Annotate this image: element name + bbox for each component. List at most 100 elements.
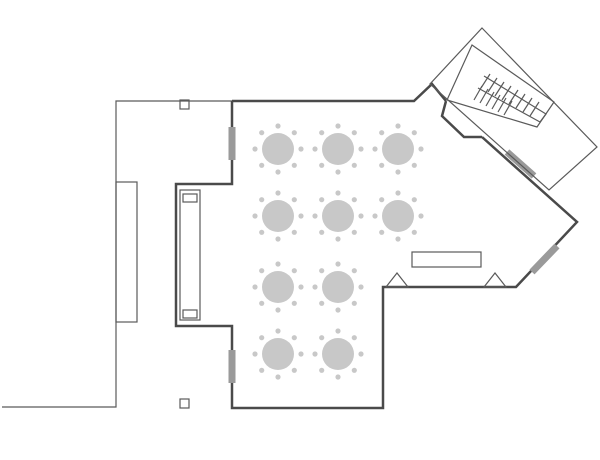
chair (418, 146, 424, 152)
stage-platform (179, 189, 201, 321)
stair-step (522, 97, 533, 113)
chair (372, 213, 378, 219)
staircase-wing (429, 27, 598, 191)
round-table (382, 133, 414, 165)
round-table-group (312, 261, 364, 313)
chair (275, 261, 281, 267)
chair (358, 284, 364, 290)
stair-step (515, 93, 526, 109)
chair (351, 162, 357, 168)
chair (395, 123, 401, 129)
chair (411, 229, 417, 235)
corner-marker-left (384, 272, 410, 288)
main-hall-walls (174, 82, 579, 410)
stair-step (501, 85, 512, 101)
chair (259, 197, 265, 203)
chair (319, 197, 325, 203)
chair (259, 300, 265, 306)
column-bottom (179, 398, 190, 409)
chair (411, 130, 417, 136)
chair (335, 236, 341, 242)
round-tables (252, 123, 424, 380)
chair (291, 367, 297, 373)
stair-steps (473, 73, 547, 123)
chair (298, 351, 304, 357)
chair (252, 146, 258, 152)
chair (312, 213, 318, 219)
stair-step (497, 97, 507, 113)
chair (259, 268, 265, 274)
chair (291, 130, 297, 136)
round-table-group (252, 261, 304, 313)
chair (252, 213, 258, 219)
round-table (322, 338, 354, 370)
chair (335, 123, 341, 129)
round-table-group (372, 123, 424, 175)
chair (335, 169, 341, 175)
chair (411, 162, 417, 168)
round-table (262, 338, 294, 370)
chair (259, 367, 265, 373)
chair (351, 268, 357, 274)
chair (319, 367, 325, 373)
round-table (382, 200, 414, 232)
chair (372, 146, 378, 152)
chair (275, 123, 281, 129)
chair (275, 236, 281, 242)
chair (312, 146, 318, 152)
chair (335, 261, 341, 267)
round-table-group (312, 328, 364, 380)
column-top (179, 99, 190, 110)
chair (298, 213, 304, 219)
chair (358, 213, 364, 219)
stair-step (529, 101, 540, 117)
chair (351, 300, 357, 306)
chair (351, 229, 357, 235)
chair (379, 130, 385, 136)
chair (259, 335, 265, 341)
round-table-group (312, 190, 364, 242)
chair (379, 197, 385, 203)
round-table (322, 133, 354, 165)
stair-step (487, 77, 498, 93)
stair-step (480, 73, 491, 89)
round-table-group (252, 328, 304, 380)
stair-step (491, 94, 501, 110)
chair (395, 169, 401, 175)
chair (275, 190, 281, 196)
chair (312, 351, 318, 357)
chair (411, 197, 417, 203)
round-table-group (252, 123, 304, 175)
stair-rail (477, 75, 547, 123)
chair (335, 374, 341, 380)
chair (319, 335, 325, 341)
round-table (262, 133, 294, 165)
chair (319, 130, 325, 136)
corner-marker-right (482, 272, 508, 288)
chair (335, 328, 341, 334)
chair (259, 130, 265, 136)
round-table-group (372, 190, 424, 242)
chair (395, 236, 401, 242)
chair (351, 367, 357, 373)
chair (275, 169, 281, 175)
round-table (262, 271, 294, 303)
chair (291, 197, 297, 203)
chair (379, 229, 385, 235)
chair (252, 351, 258, 357)
chair (335, 307, 341, 313)
round-table (322, 271, 354, 303)
window-right-lower (529, 243, 560, 275)
wall-cabinet (115, 181, 138, 323)
chair (291, 300, 297, 306)
chair (298, 146, 304, 152)
chair (335, 190, 341, 196)
chair (358, 351, 364, 357)
stair-step (473, 85, 483, 101)
chair (358, 146, 364, 152)
chair (312, 284, 318, 290)
chair (275, 328, 281, 334)
chair (298, 284, 304, 290)
chair (319, 300, 325, 306)
